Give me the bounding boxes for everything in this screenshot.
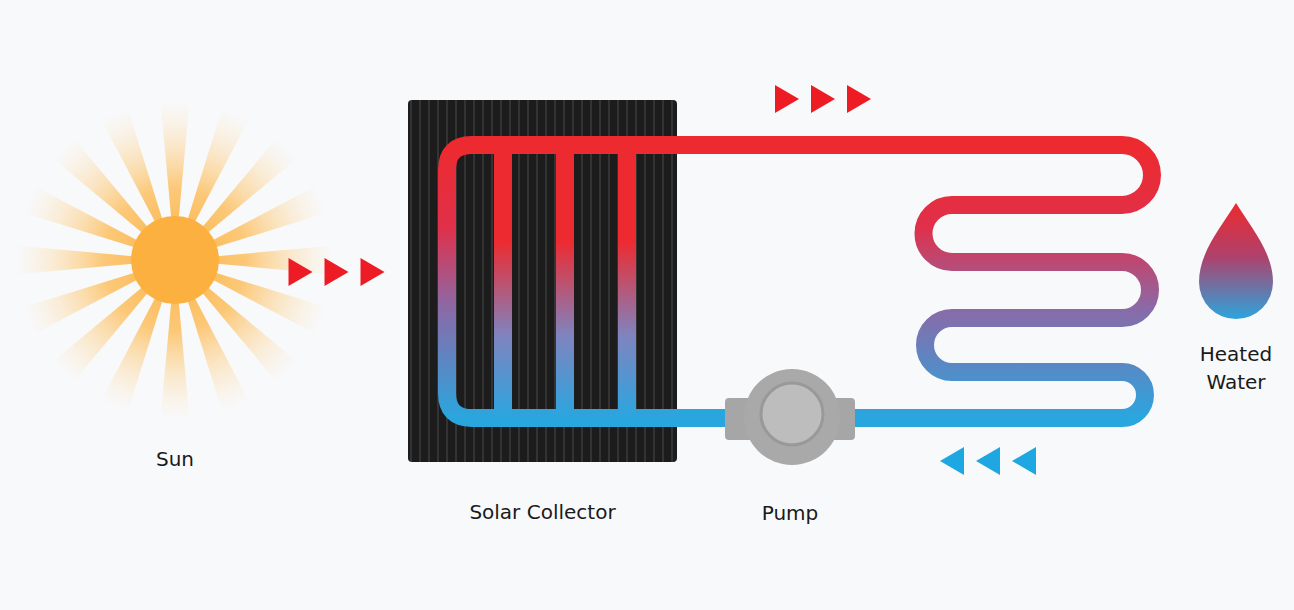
flow-arrows-cold <box>940 447 1036 475</box>
sun-ray <box>187 295 249 411</box>
sun-ray <box>215 246 332 275</box>
sun-ray <box>102 109 164 225</box>
sun-ray <box>161 300 190 418</box>
sun-ray <box>102 295 164 411</box>
sun-ray <box>210 272 326 334</box>
node-label: Sun <box>30 446 320 472</box>
node-label: Pump <box>705 500 875 526</box>
sun-node: Sun <box>30 110 285 480</box>
sun-ray <box>187 109 249 225</box>
sun-rays <box>18 103 333 418</box>
connector <box>289 258 385 286</box>
flow-arrows-hot <box>775 85 871 113</box>
sun-ray <box>24 272 140 334</box>
node-label: Solar Collector <box>408 499 677 525</box>
sun-ray <box>24 187 140 249</box>
sun-disc <box>131 216 219 304</box>
pump-symbol <box>725 369 855 465</box>
heated-water-node: Heated Water <box>1186 198 1286 398</box>
arrowhead <box>289 258 313 286</box>
water-drop <box>1199 203 1273 319</box>
pump-node: Pump <box>725 368 855 458</box>
sun-ray <box>210 187 326 249</box>
sun-ray <box>18 246 136 275</box>
sun-ray <box>161 103 190 221</box>
connector <box>677 418 725 419</box>
arrowhead <box>361 258 385 286</box>
arrowhead <box>325 258 349 286</box>
collector-node: Solar Collector <box>408 100 677 462</box>
node-label: Heated Water <box>1186 340 1286 396</box>
